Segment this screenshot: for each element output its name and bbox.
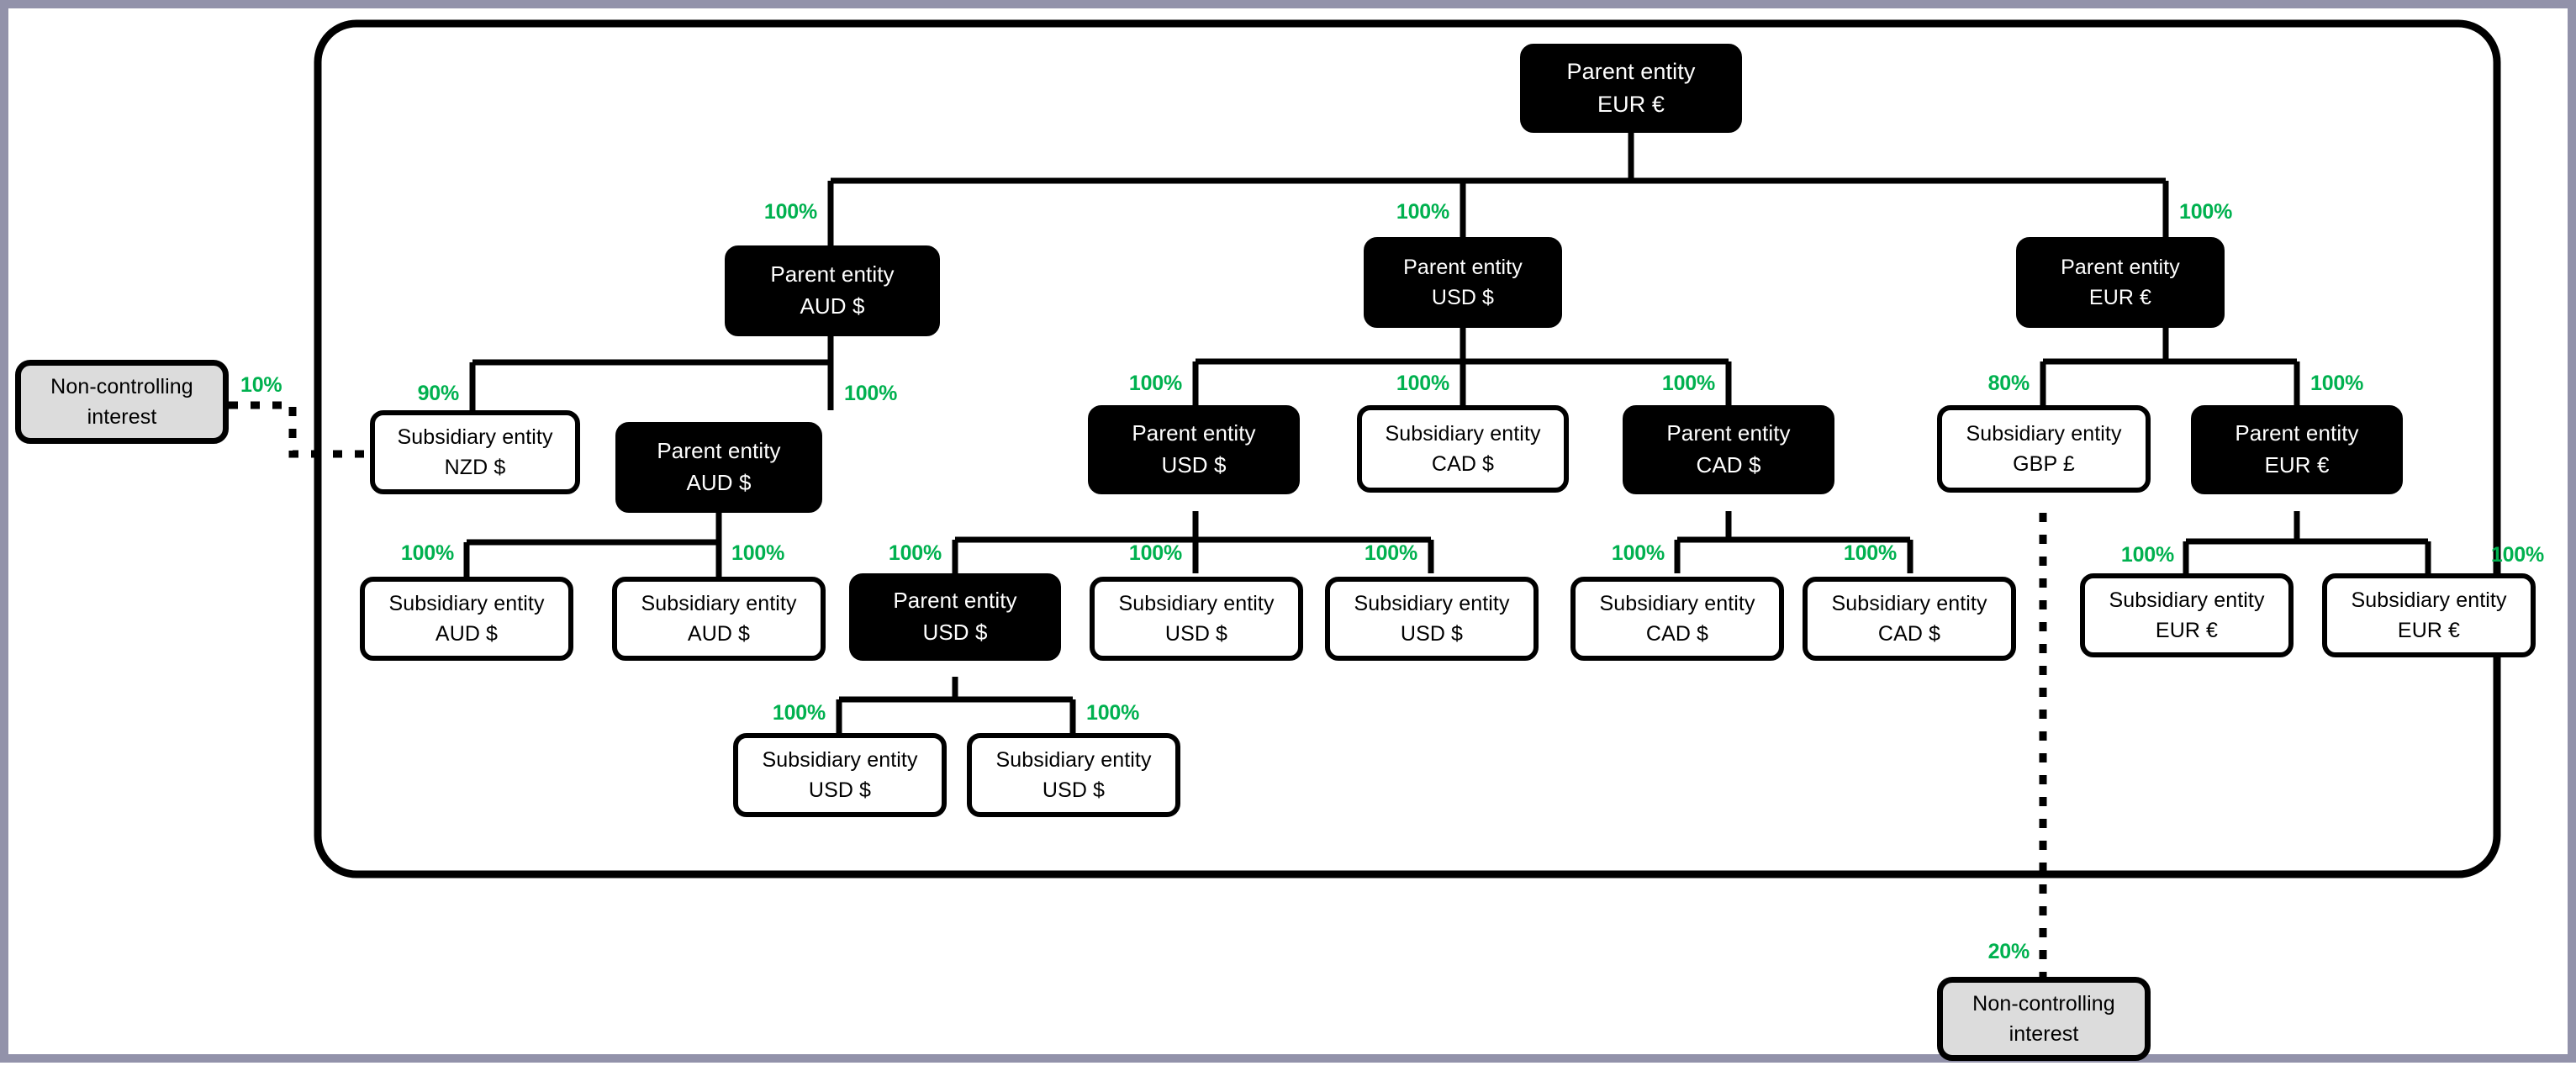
pct-usd3-to-sub4: 100% [1086, 701, 1140, 725]
pct-usd2-to-usd3: 100% [888, 541, 942, 565]
node-cad-subsidiary-2[interactable]: Subsidiary entity CAD $ [1803, 577, 2016, 661]
node-role: Subsidiary entity [995, 747, 1152, 772]
node-currency: CAD $ [1645, 622, 1709, 646]
node-role: Parent entity [1566, 58, 1696, 84]
node-eur-subsidiary-2[interactable]: Subsidiary entity EUR € [2322, 573, 2536, 657]
pct-aud2-to-sub1: 100% [400, 541, 454, 565]
nci-label-line1: Non-controlling [50, 374, 193, 398]
node-role: Parent entity [893, 588, 1017, 614]
connector-lines [229, 19, 2501, 977]
pct-eur-to-gbp: 80% [1987, 372, 2030, 395]
node-root-parent-eur[interactable]: Parent entity EUR € [1520, 44, 1742, 133]
node-role: Parent entity [657, 438, 781, 464]
pct-aud-to-nzd: 90% [417, 382, 460, 405]
node-role: Subsidiary entity [1599, 591, 1755, 615]
node-usd-subsidiary-2[interactable]: Subsidiary entity USD $ [1325, 577, 1539, 661]
node-role: Subsidiary entity [762, 747, 918, 772]
node-eur-parent-2[interactable]: Parent entity EUR € [2191, 405, 2403, 494]
node-currency: USD $ [1400, 622, 1464, 646]
node-currency: USD $ [1161, 452, 1227, 477]
node-aud-subsidiary-2[interactable]: Subsidiary entity AUD $ [612, 577, 826, 661]
node-role: Parent entity [2061, 255, 2180, 279]
node-role: Subsidiary entity [2351, 588, 2507, 612]
node-currency: USD $ [922, 620, 988, 645]
pct-nci-bottom: 20% [1987, 940, 2030, 963]
node-currency: EUR € [2155, 619, 2219, 642]
node-non-controlling-interest-bottom[interactable]: Non-controlling interest [1937, 977, 2151, 1061]
node-currency: USD $ [1042, 778, 1106, 802]
node-role: Subsidiary entity [641, 591, 797, 615]
node-currency: AUD $ [687, 622, 751, 646]
pct-aud2-to-sub2: 100% [731, 541, 785, 565]
pct-usd2-to-sub1: 100% [1128, 541, 1182, 565]
node-role: Subsidiary entity [1966, 421, 2122, 446]
node-currency: USD $ [1431, 286, 1495, 309]
node-role: Subsidiary entity [1354, 591, 1510, 615]
node-cad-parent[interactable]: Parent entity CAD $ [1623, 405, 1834, 494]
node-currency: EUR € [2264, 452, 2330, 477]
node-usd-subsidiary-3[interactable]: Subsidiary entity USD $ [733, 733, 947, 817]
node-currency: NZD $ [444, 456, 506, 479]
node-currency: USD $ [1164, 622, 1228, 646]
node-usd-parent[interactable]: Parent entity USD $ [1364, 237, 1562, 328]
node-currency: CAD $ [1877, 622, 1941, 646]
node-role: Subsidiary entity [388, 591, 545, 615]
node-role: Subsidiary entity [1118, 591, 1275, 615]
pct-eur-to-eur2: 100% [2310, 372, 2364, 395]
node-aud-parent-2[interactable]: Parent entity AUD $ [615, 422, 822, 513]
pct-root-to-aud: 100% [763, 200, 817, 224]
node-cad-subsidiary-top[interactable]: Subsidiary entity CAD $ [1357, 405, 1569, 493]
pct-aud-to-aud2: 100% [844, 382, 898, 405]
node-currency: CAD $ [1431, 452, 1495, 476]
nci-label-line2: interest [87, 405, 157, 429]
node-usd-parent-3[interactable]: Parent entity USD $ [849, 573, 1061, 661]
pct-usd-to-cadsub: 100% [1396, 372, 1449, 395]
node-aud-subsidiary-1[interactable]: Subsidiary entity AUD $ [360, 577, 573, 661]
node-currency: CAD $ [1696, 452, 1761, 477]
pct-usd2-to-sub2: 100% [1364, 541, 1417, 565]
node-cad-subsidiary-1[interactable]: Subsidiary entity CAD $ [1570, 577, 1784, 661]
node-eur-parent[interactable]: Parent entity EUR € [2016, 237, 2225, 328]
node-currency: USD $ [808, 778, 872, 802]
node-usd-subsidiary-1[interactable]: Subsidiary entity USD $ [1090, 577, 1303, 661]
node-aud-parent[interactable]: Parent entity AUD $ [725, 245, 940, 336]
node-role: Subsidiary entity [1385, 421, 1541, 446]
node-gbp-subsidiary[interactable]: Subsidiary entity GBP £ [1937, 405, 2151, 493]
pct-nci-left: 10% [240, 373, 282, 397]
wire-nci-left-dotted [229, 401, 370, 458]
pct-usd-to-usd2: 100% [1128, 372, 1182, 395]
node-role: Parent entity [1403, 255, 1523, 279]
node-usd-subsidiary-4[interactable]: Subsidiary entity USD $ [967, 733, 1180, 817]
node-currency: GBP £ [2013, 452, 2075, 476]
pct-root-to-usd: 100% [1396, 200, 1449, 224]
node-eur-subsidiary-1[interactable]: Subsidiary entity EUR € [2080, 573, 2294, 657]
pct-usd-to-cadparent: 100% [1661, 372, 1715, 395]
node-role: Parent entity [1666, 420, 1791, 446]
node-nzd-subsidiary[interactable]: Subsidiary entity NZD $ [370, 410, 580, 494]
pct-usd3-to-sub3: 100% [772, 701, 826, 725]
pct-root-to-eur: 100% [2179, 200, 2233, 224]
node-currency: AUD $ [686, 470, 752, 495]
pct-eur2-to-sub1: 100% [2120, 543, 2174, 567]
pct-cadparent-to-sub2: 100% [1843, 541, 1897, 565]
nci-label-line2: interest [2009, 1022, 2079, 1046]
node-role: Subsidiary entity [1831, 591, 1987, 615]
node-role: Parent entity [770, 261, 895, 288]
node-role: Subsidiary entity [397, 425, 553, 449]
node-currency: EUR € [2397, 619, 2461, 642]
node-role: Parent entity [2235, 420, 2359, 446]
node-role: Parent entity [1132, 420, 1256, 446]
node-currency: EUR € [2088, 286, 2152, 309]
node-non-controlling-interest-left[interactable]: Non-controlling interest [15, 360, 229, 444]
pct-cadparent-to-sub1: 100% [1611, 541, 1665, 565]
node-currency: AUD $ [435, 622, 499, 646]
node-currency: EUR € [1597, 92, 1665, 117]
nci-label-line1: Non-controlling [1972, 991, 2115, 1016]
node-currency: AUD $ [800, 293, 865, 319]
node-role: Subsidiary entity [2109, 588, 2265, 612]
node-usd-parent-2[interactable]: Parent entity USD $ [1088, 405, 1300, 494]
pct-eur2-to-sub2: 100% [2490, 543, 2544, 567]
